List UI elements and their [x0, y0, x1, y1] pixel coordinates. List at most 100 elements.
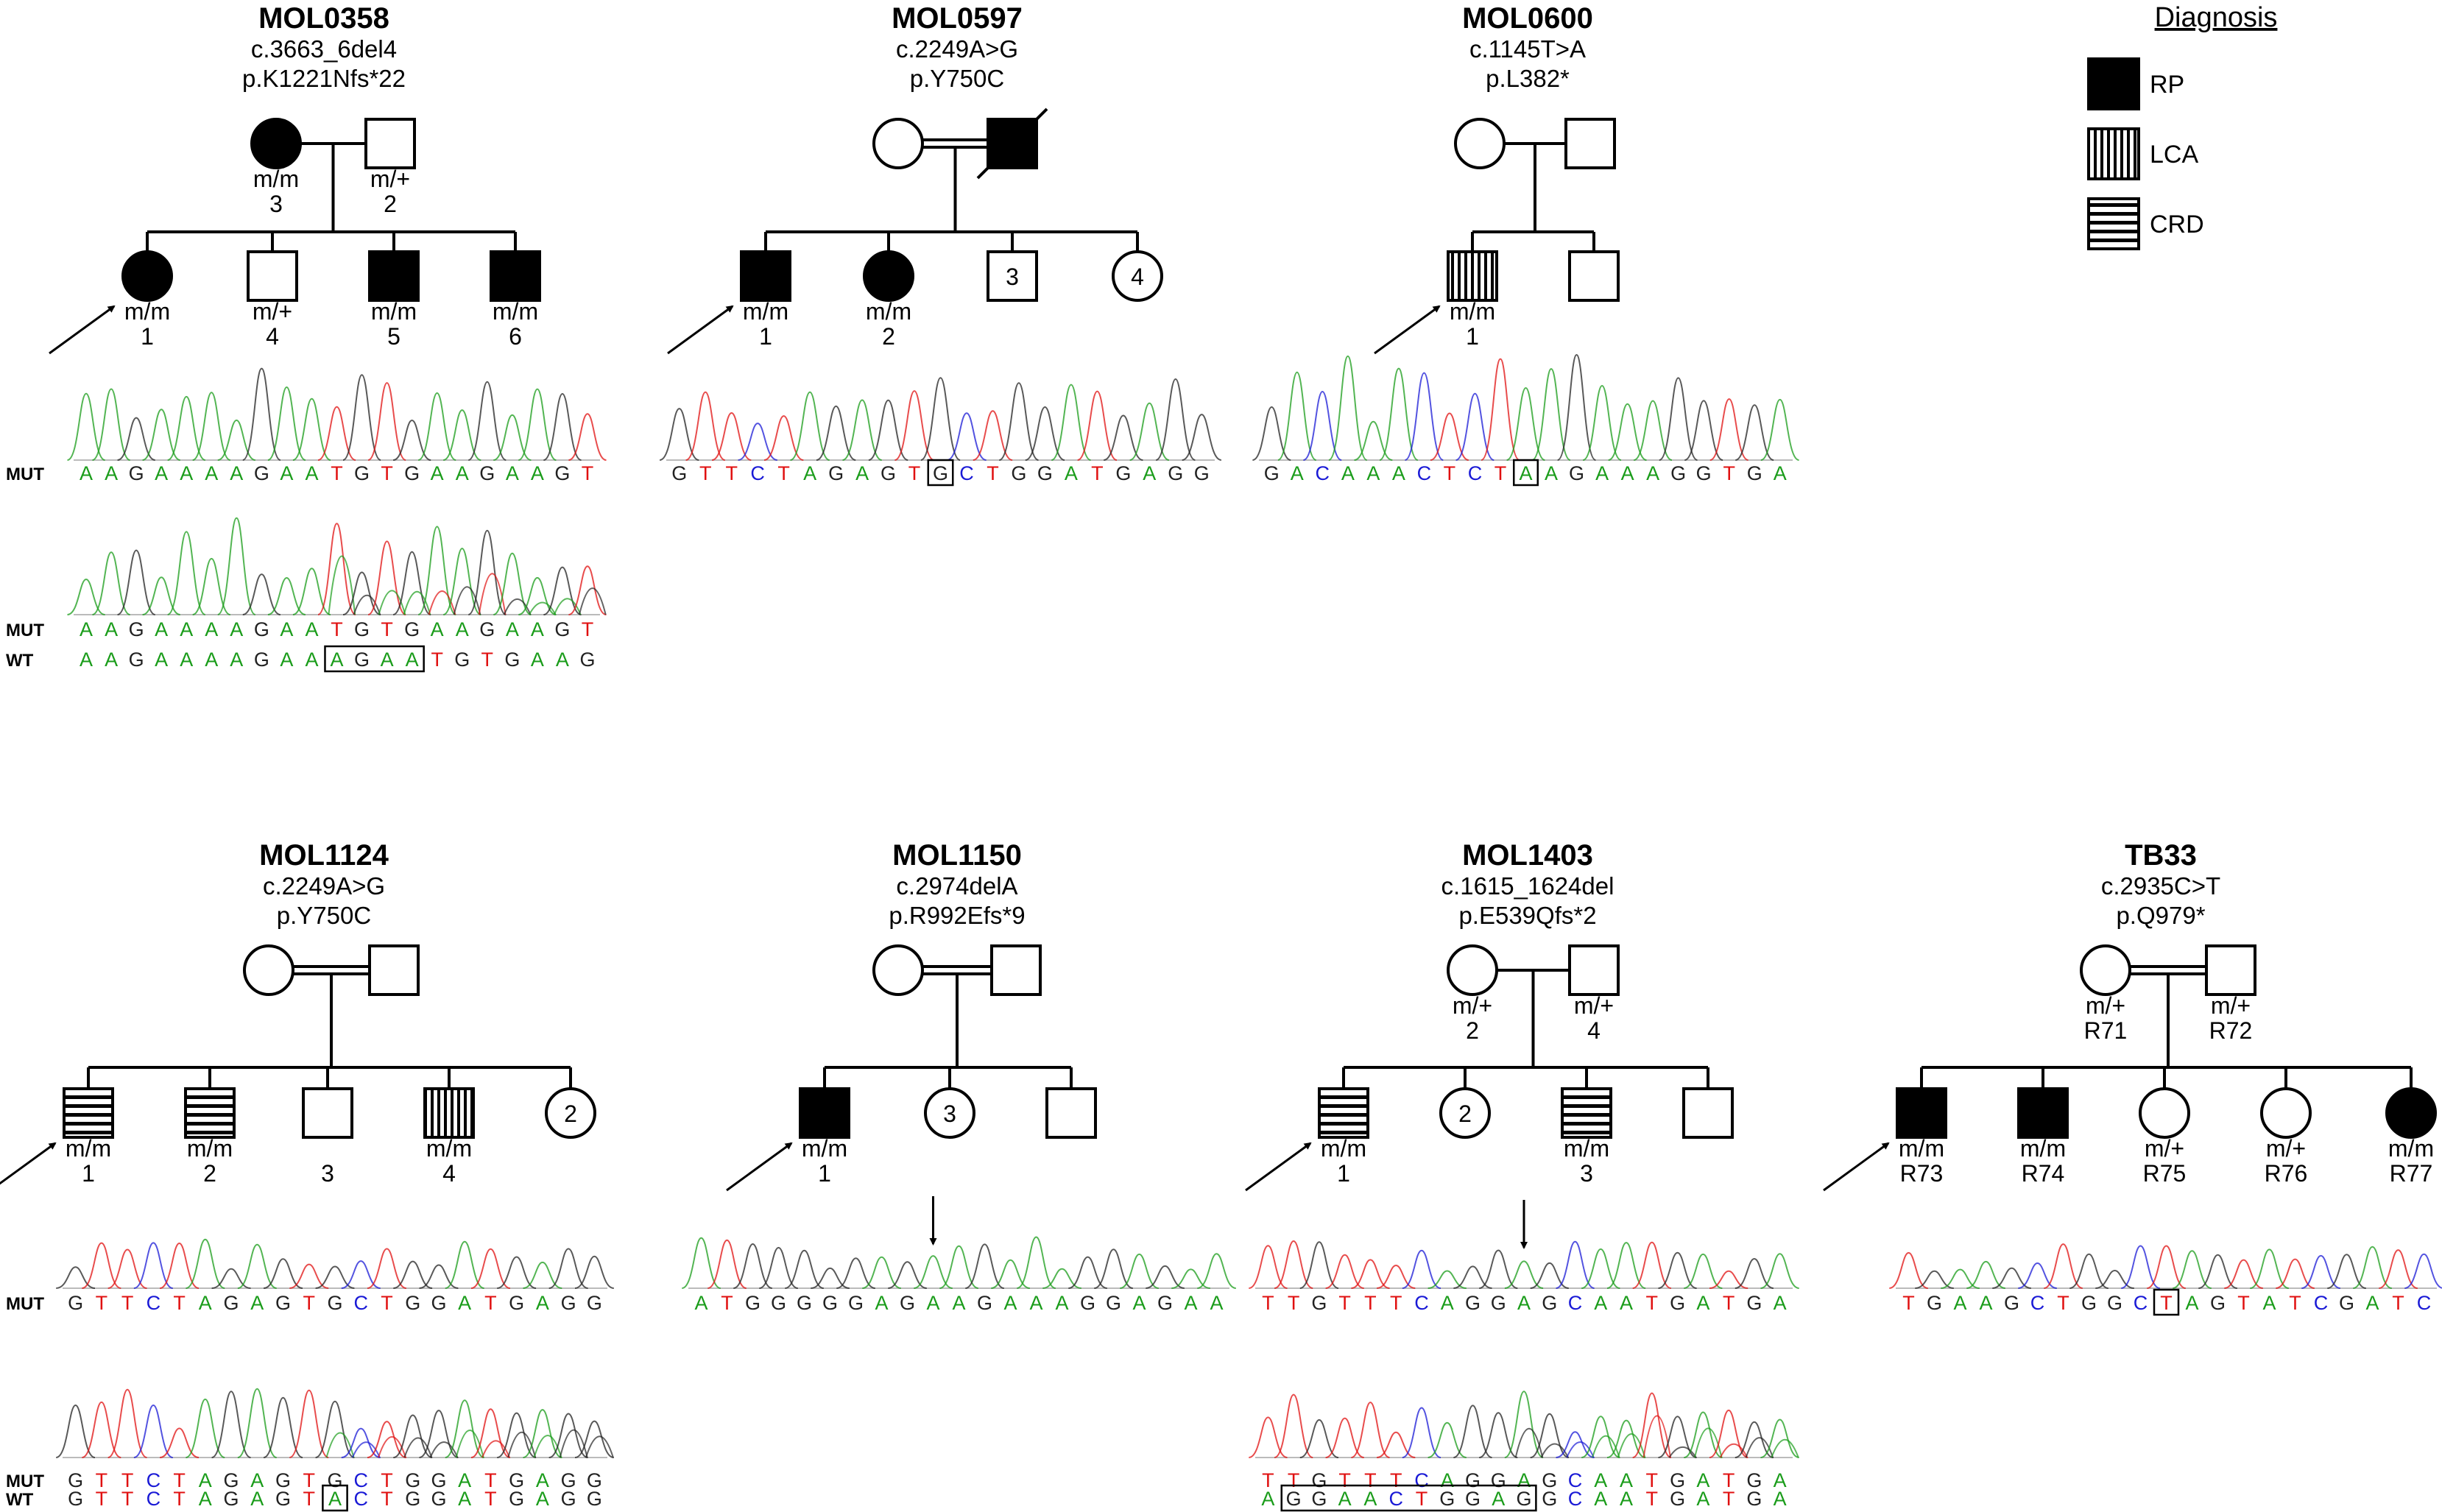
trace-peak	[1592, 1435, 1620, 1458]
trace-peak	[1530, 1262, 1570, 1289]
individual-number: 4	[1131, 264, 1144, 290]
base-letter: A	[180, 649, 193, 671]
trace-peak	[685, 391, 726, 461]
mother	[872, 118, 924, 169]
base-letter: G	[1542, 1488, 1557, 1510]
base-letter: A	[1291, 462, 1304, 484]
base-letter: C	[1468, 462, 1483, 484]
base-letter: T	[381, 1488, 393, 1510]
base-letter: T	[121, 1469, 134, 1491]
genotype-label: m/+	[1453, 992, 1492, 1019]
proband-arrow	[1245, 1142, 1312, 1192]
base-letter: T	[2057, 1292, 2069, 1314]
legend-swatch	[2087, 127, 2140, 180]
trace-peak	[533, 1434, 562, 1458]
genotype-label: m/m	[253, 166, 299, 192]
legend-swatch	[2087, 197, 2140, 250]
trace-peak	[711, 411, 752, 461]
base-letter: A	[205, 618, 218, 640]
trace-peak	[1504, 1391, 1544, 1458]
trace-peak	[1299, 1419, 1339, 1458]
base-letter: T	[381, 1469, 393, 1491]
base-letter: G	[254, 462, 269, 484]
trace-peak	[763, 415, 804, 461]
proband-arrow	[49, 305, 116, 355]
base-letter: A	[250, 1488, 264, 1510]
individual-label: R73	[1900, 1160, 1944, 1187]
proband-arrow	[726, 1142, 793, 1192]
trace-peak	[142, 576, 181, 615]
trace-peak	[237, 1388, 278, 1458]
base-letter: G	[224, 1488, 239, 1510]
individual-label: R77	[2390, 1160, 2433, 1187]
child-4: m/m4	[423, 1087, 475, 1187]
trace-peak	[67, 392, 106, 461]
trace-peak	[56, 1266, 96, 1289]
trace-peak	[790, 391, 830, 461]
base-letter: T	[173, 1488, 186, 1510]
trace-peak	[1514, 1428, 1544, 1458]
genotype-label: m/m	[866, 298, 911, 325]
base-letter: G	[405, 1469, 420, 1491]
trace-peak	[585, 1435, 614, 1458]
trace-peak	[67, 578, 105, 615]
base-letter: G	[404, 462, 420, 484]
trace-peak	[1658, 1251, 1697, 1289]
trace-peak	[1633, 400, 1673, 461]
base-letter: T	[725, 462, 738, 484]
mother: m/+R71	[2080, 944, 2131, 1044]
base-letter: G	[1465, 1488, 1481, 1510]
trace-peak	[419, 1410, 459, 1458]
trace-peak	[1455, 392, 1495, 461]
base-letter: T	[173, 1292, 186, 1314]
trace-peak	[1453, 1265, 1492, 1289]
base-letter: A	[155, 462, 168, 484]
trace-peak	[117, 417, 156, 461]
base-letter: C	[1417, 462, 1432, 484]
child-3: m/m3	[1561, 1087, 1612, 1187]
trace-peak	[267, 386, 306, 461]
family-tb33: TB33c.2935C>Tp.Q979*m/+R71m/+R72m/mR73m/…	[1823, 839, 2442, 1316]
trace-peak	[1478, 1249, 1518, 1289]
trace-peak	[574, 1255, 615, 1289]
trace-peak	[1351, 1259, 1390, 1289]
base-letter: G	[900, 1292, 915, 1314]
trace-peak	[548, 1248, 588, 1289]
trace-peak	[1478, 1412, 1518, 1458]
trace-peak	[574, 1420, 615, 1458]
individual-label: 4	[266, 323, 279, 350]
trace-peak	[1745, 1437, 1774, 1458]
trace-peak	[1274, 1393, 1313, 1458]
male-symbol	[1896, 1087, 1947, 1139]
base-letter: A	[1774, 1488, 1787, 1510]
trace-peak	[342, 374, 381, 461]
base-letter: A	[80, 462, 93, 484]
individual-label: R72	[2209, 1017, 2253, 1044]
base-letter: C	[353, 1292, 368, 1314]
base-letter: A	[305, 649, 318, 671]
sequence-row-label: WT	[6, 651, 34, 671]
base-letter: A	[1774, 462, 1787, 484]
trace-peak	[947, 412, 987, 461]
male-symbol	[1568, 250, 1620, 302]
trace-peak	[289, 1263, 329, 1289]
trace-peak	[842, 399, 883, 461]
female-symbol	[1447, 944, 1498, 996]
base-letter: A	[456, 618, 469, 640]
legend-swatch	[2087, 57, 2140, 110]
trace-peak	[1531, 368, 1571, 461]
trace-peak	[328, 555, 356, 615]
base-letter: A	[230, 649, 243, 671]
male-symbol	[247, 250, 298, 302]
base-letter: C	[2314, 1292, 2329, 1314]
base-letter: A	[1029, 1292, 1042, 1314]
trace-peak	[507, 1431, 537, 1458]
base-letter: G	[828, 462, 844, 484]
base-letter: T	[331, 618, 343, 640]
